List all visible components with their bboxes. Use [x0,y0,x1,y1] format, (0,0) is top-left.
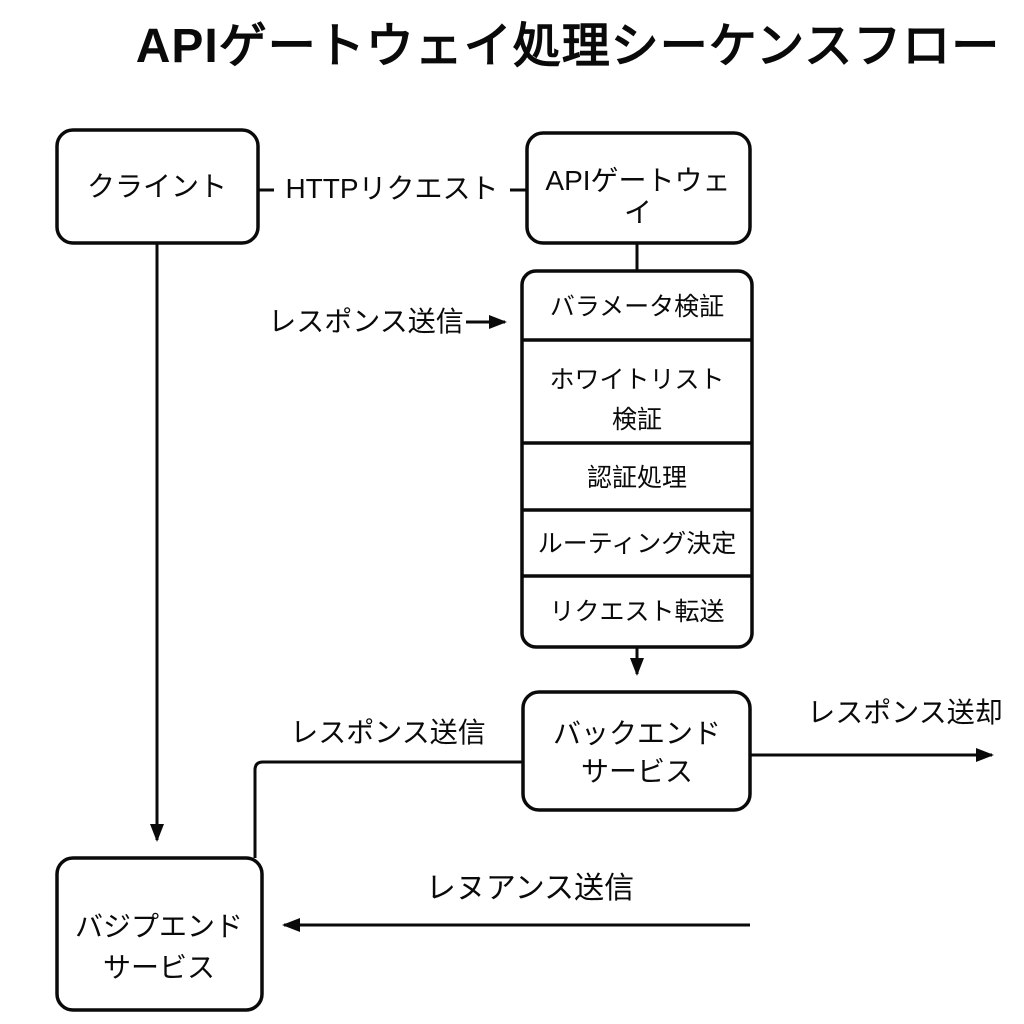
step-forward-label: リクエスト転送 [549,598,724,626]
step-routing-label: ルーティング決定 [538,530,737,558]
backend-service-box [521,690,752,812]
backend-service-bottom-label-line1: バジプエンド [75,911,243,942]
edge-label-response-bottom: レヌアンス送信 [426,872,634,905]
api-gateway-label-line1: APIゲートウェ [545,165,730,196]
backend-service-bottom-label-line2: サービス [103,952,215,983]
client-box [55,128,260,245]
step-whitelist-label-line2: 検証 [612,406,662,434]
backend-service-bottom-box [55,856,264,1012]
step-param-validation-label: バラメータ検証 [550,293,724,321]
api-gateway-box [525,131,752,245]
step-whitelist-label-line1: ホワイトリスト [549,366,724,394]
api-gateway-label-line2: イ [624,197,652,228]
client-label: クライント [87,171,227,202]
backend-service-label-line1: バックエンド [553,718,721,749]
backend-service-label-line2: サービス [581,756,693,787]
edge-label-http-request: HTTPリクエスト [285,173,498,204]
page-title: APIゲートウェイ処理シーケンスフロー [136,20,1001,73]
step-auth-label: 認証処理 [587,464,687,492]
edge-response-left-path [253,760,523,858]
edge-label-response-to-steps: レスポンス送信 [268,306,463,337]
edge-label-response-left: レスポンス送信 [290,717,485,748]
edge-label-response-right: レスポンス送却 [807,697,1002,728]
gateway-steps-stack [520,269,754,649]
